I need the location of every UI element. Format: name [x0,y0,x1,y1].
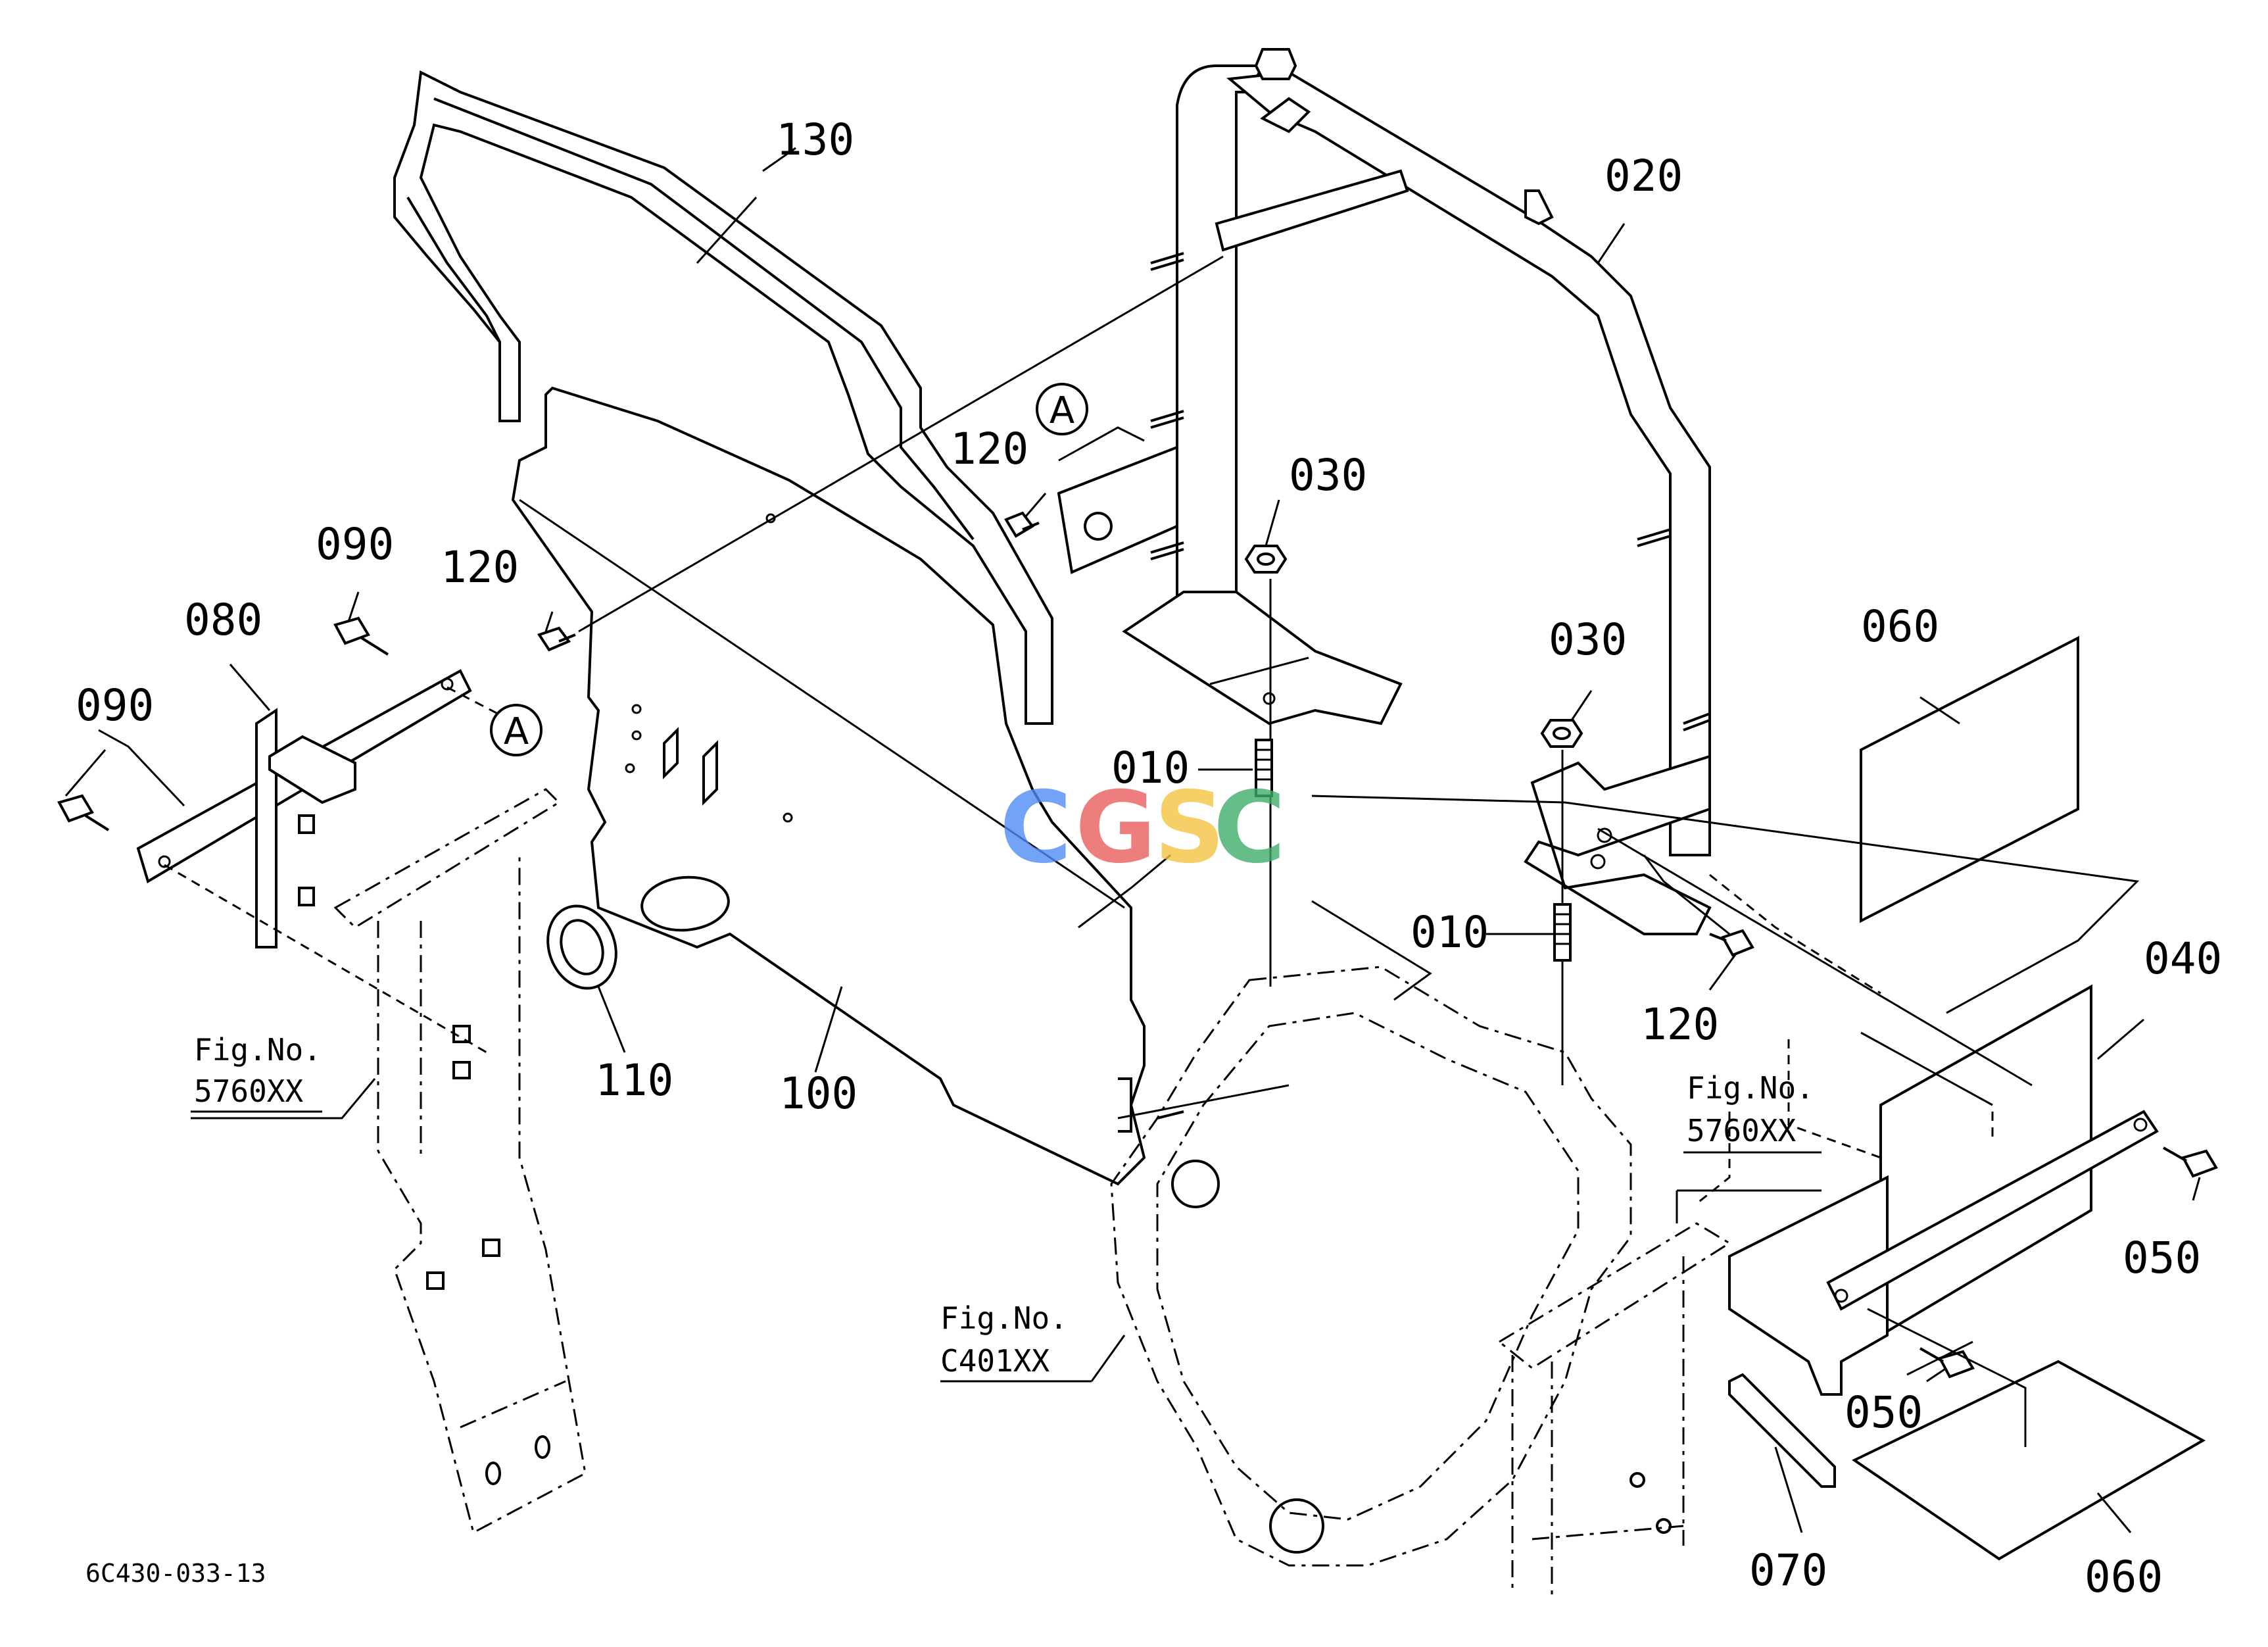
part-080-bracket [136,669,472,948]
label-060-bottom: 060 [2085,1552,2163,1602]
part-120-bolt-left [537,626,576,652]
label-050-bottom: 050 [1845,1387,1923,1438]
part-130-seal-frame [393,70,1053,725]
label-120-top: 120 [950,424,1028,474]
watermark-letter: G [1075,771,1156,885]
part-050-bolt-bottom [1919,1347,1975,1379]
label-090-left: 090 [76,680,154,731]
watermark-letter: C [1000,771,1072,885]
part-120-bolt-right [1709,929,1754,957]
right-frame-reference [1497,1222,1731,1598]
watermark-letter: S [1154,771,1225,885]
label-040: 040 [2144,933,2222,984]
part-labels: 130 020 120 030 090 120 080 090 030 060 … [76,114,2222,1602]
label-070: 070 [1749,1545,1827,1596]
part-110-grommet [546,904,617,990]
part-010-stud-right [1553,903,1572,962]
label-120-left: 120 [441,542,519,593]
callout-a-top: A [1036,383,1088,435]
ref-right-fig: Fig.No. [1687,1070,1814,1106]
watermark-logo: C G S C [1000,771,1286,885]
part-060-panel-bottom [1852,1360,2206,1561]
ref-mid-num: C401XX [940,1343,1050,1379]
assembly-guide-lines [98,255,2140,1447]
part-060-panel-top [1860,635,2079,923]
flywheel-housing-reference [1110,966,1632,1567]
watermark-letter: C [1213,771,1286,885]
svg-text:A: A [504,710,529,753]
part-020-support-frame [1057,48,1712,935]
part-100-shroud-panel [511,386,1146,1186]
part-090-bolt-top [333,616,389,656]
label-080: 080 [184,595,262,645]
ref-left-num: 5760XX [194,1073,303,1109]
leader-lines [64,147,2201,1533]
left-frame-reference [333,788,587,1535]
label-030-right: 030 [1549,614,1627,665]
callout-a-left: A [490,704,543,756]
label-120-right: 120 [1641,999,1719,1050]
part-090-bolt-left [57,794,110,831]
label-050-right: 050 [2123,1233,2201,1283]
part-120-bolt-top [1004,511,1040,538]
part-040-cover [1728,984,2159,1396]
label-010-left: 010 [1111,743,1190,793]
label-100: 100 [779,1068,857,1119]
label-010-right: 010 [1411,907,1489,958]
part-030-nut-top [1244,545,1288,574]
part-070-strap [1728,1373,1836,1488]
label-030-top: 030 [1289,450,1367,501]
ref-left-fig: Fig.No. [194,1032,322,1068]
label-130: 130 [776,114,854,165]
label-090-top: 090 [316,519,394,570]
part-030-nut-right [1540,719,1583,748]
label-060-top: 060 [1861,601,1939,652]
ref-right-num: 5760XX [1687,1113,1796,1148]
part-010-stud-left [1255,739,1273,797]
part-050-bolt-right [2163,1146,2218,1178]
label-110: 110 [595,1055,673,1106]
ref-mid-fig: Fig.No. [940,1300,1068,1336]
figure-references: Fig.No. 5760XX Fig.No. C401XX Fig.No. 57… [191,1032,1822,1379]
diagram-code: 6C430-033-13 [85,1559,266,1588]
svg-text:A: A [1050,389,1074,432]
label-020: 020 [1604,151,1683,201]
